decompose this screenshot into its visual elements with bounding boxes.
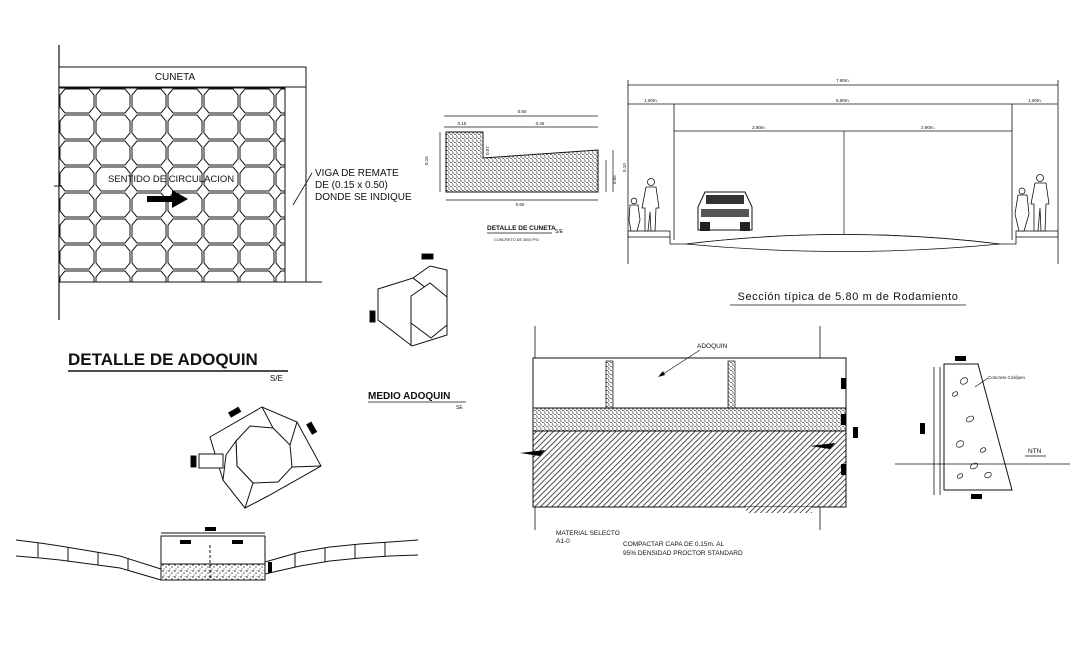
aggregate-stones [951,377,992,479]
material-label-line-2: A1-0 [556,538,570,545]
road-dim-lane-right: 2.90m. [921,125,935,130]
medio-adoquin-title: MEDIO ADOQUIN [368,391,450,402]
gutter-detail: 0.60 0.15 0.45 0.15 0.07 0.05 0.10 0.60 … [424,109,627,242]
beam-note-line-1: VIGA DE REMATE [315,168,399,179]
medio-adoquin-scale: SE [456,405,463,411]
road-dim-total: 7.80m. [836,78,850,83]
road-dim-sidewalk-left: 1.00m. [644,98,658,103]
circulation-label: SENTIDO DE CIRCULACION [108,174,234,185]
car-icon [697,191,753,231]
gutter-scale: S/E [555,229,564,235]
gutter-dim-a: 0.05 [612,175,617,184]
pedestrians-left-icon [628,178,660,232]
beam-note-line-3: DONDE SE INDIQUE [315,192,412,203]
paver-strip-section [15,527,419,581]
gutter-dim-curb: 0.15 [458,121,467,126]
gutter-dim-depth: 0.07 [485,146,490,155]
pedestrians-right-icon [1014,174,1050,232]
compact-note-line-2: 95% DENSIDAD PROCTOR STANDARD [623,550,743,557]
detalle-adoquin-title: DETALLE DE ADOQUIN [68,350,258,369]
detalle-adoquin-scale: S/E [270,374,283,383]
half-paver-iso: MEDIO ADOQUIN SE [368,253,466,411]
compact-note-line-1: COMPACTAR CAPA DE 0.15m. AL [623,541,725,548]
curb-detail: Concreto Ciclópeo NTN [895,356,1070,499]
paver-iso-rotated [190,406,322,510]
curb-concrete-label: Concreto Ciclópeo [988,375,1026,380]
ntn-label: NTN [1028,448,1042,455]
road-section-title: Sección típica de 5.80 m de Rodamiento [738,291,959,303]
gutter-dim-height: 0.15 [424,156,429,165]
beam-leader [292,172,313,206]
paver-detail-title-block: DETALLE DE ADOQUIN S/E [68,350,288,383]
pavement-layers-section: ADOQUIN MATERIAL SELECTO A1-0 COMPACTAR … [520,326,858,557]
gutter-dim-bottom: 0.60 [516,202,525,207]
paver-strip-joints [37,542,386,570]
gutter-dim-slope: 0.45 [536,121,545,126]
gutter-dim-b: 0.10 [622,163,627,172]
gutter-subtitle: CONCRETO DE 3000 PSI [494,238,539,242]
road-dim-sidewalk-right: 1.00m. [1028,98,1042,103]
beam-note-line-2: DE (0.15 x 0.50) [315,180,388,191]
material-label-line-1: MATERIAL SELECTO [556,530,620,537]
road-dim-roadway: 5.80m. [836,98,850,103]
adoquin-label: ADOQUIN [697,343,728,350]
gutter-title: DETALLE DE CUNETA [487,225,556,232]
road-dim-lane-left: 2.90m. [752,125,766,130]
circulation-arrow-icon [147,190,188,208]
paver-plan-detail: CUNETA SENTIDO DE CIRCULACION VIGA DE RE… [54,45,412,320]
road-cross-section: 7.80m. 1.00m. 5.80m. 1.00m. 2.90m. 2.90m… [627,78,1059,306]
cuneta-label: CUNETA [155,72,196,83]
gutter-dim-total: 0.60 [518,109,527,114]
